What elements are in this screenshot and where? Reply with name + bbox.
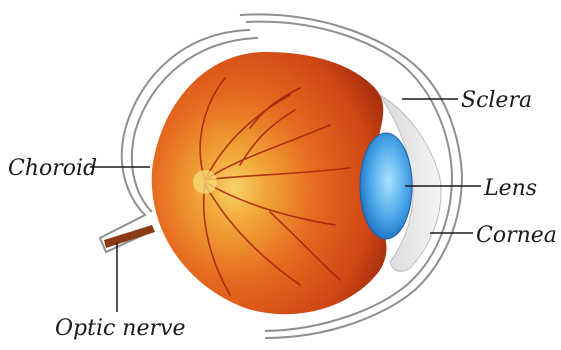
label-sclera: Sclera bbox=[461, 90, 532, 112]
optic-nerve bbox=[104, 225, 155, 248]
lens bbox=[360, 133, 412, 239]
optic-disc bbox=[193, 170, 217, 194]
eyeball bbox=[152, 52, 387, 314]
label-choroid: Choroid bbox=[8, 158, 97, 180]
label-optic-nerve: Optic nerve bbox=[55, 318, 185, 340]
label-lens: Lens bbox=[484, 178, 537, 200]
label-cornea: Cornea bbox=[476, 225, 557, 247]
